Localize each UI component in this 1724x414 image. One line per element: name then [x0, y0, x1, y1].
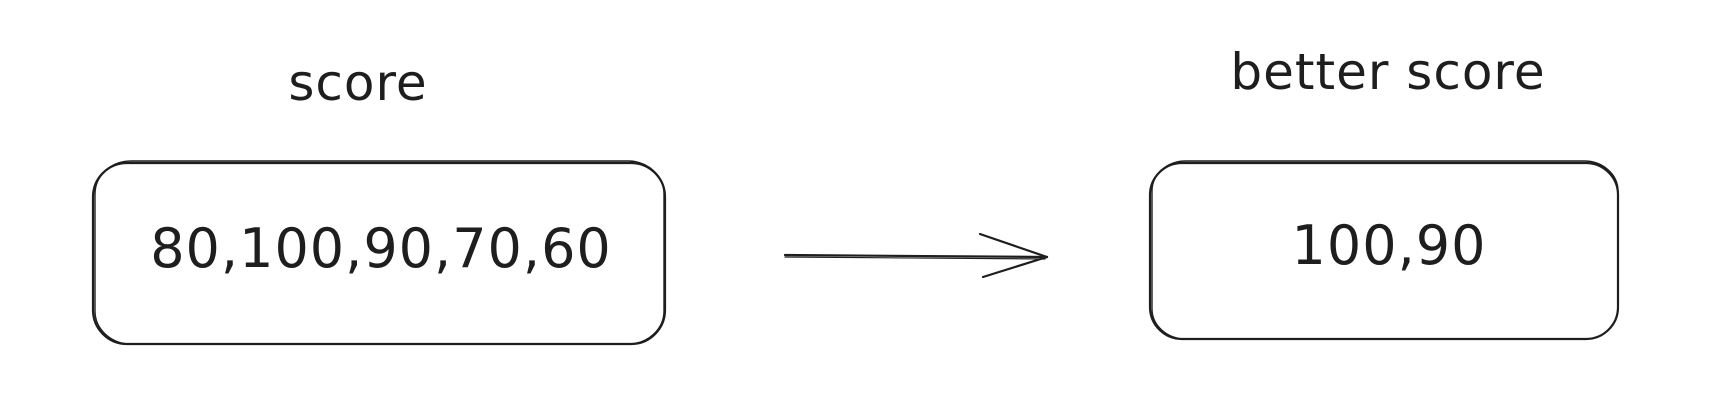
- arrow-head-lower: [981, 255, 1049, 279]
- result-values: 100,90: [1291, 214, 1487, 277]
- arrow: [783, 232, 1049, 279]
- arrow-shaft-outline: [784, 256, 1046, 260]
- result-label: better score: [1230, 43, 1546, 101]
- arrow-shaft: [783, 253, 1049, 259]
- source-box-outline: [94, 160, 665, 345]
- result-box-outline: [1151, 160, 1619, 340]
- source-label: score: [288, 54, 428, 112]
- source-values: 80,100,90,70,60: [150, 217, 612, 280]
- arrow-head-upper: [978, 232, 1049, 259]
